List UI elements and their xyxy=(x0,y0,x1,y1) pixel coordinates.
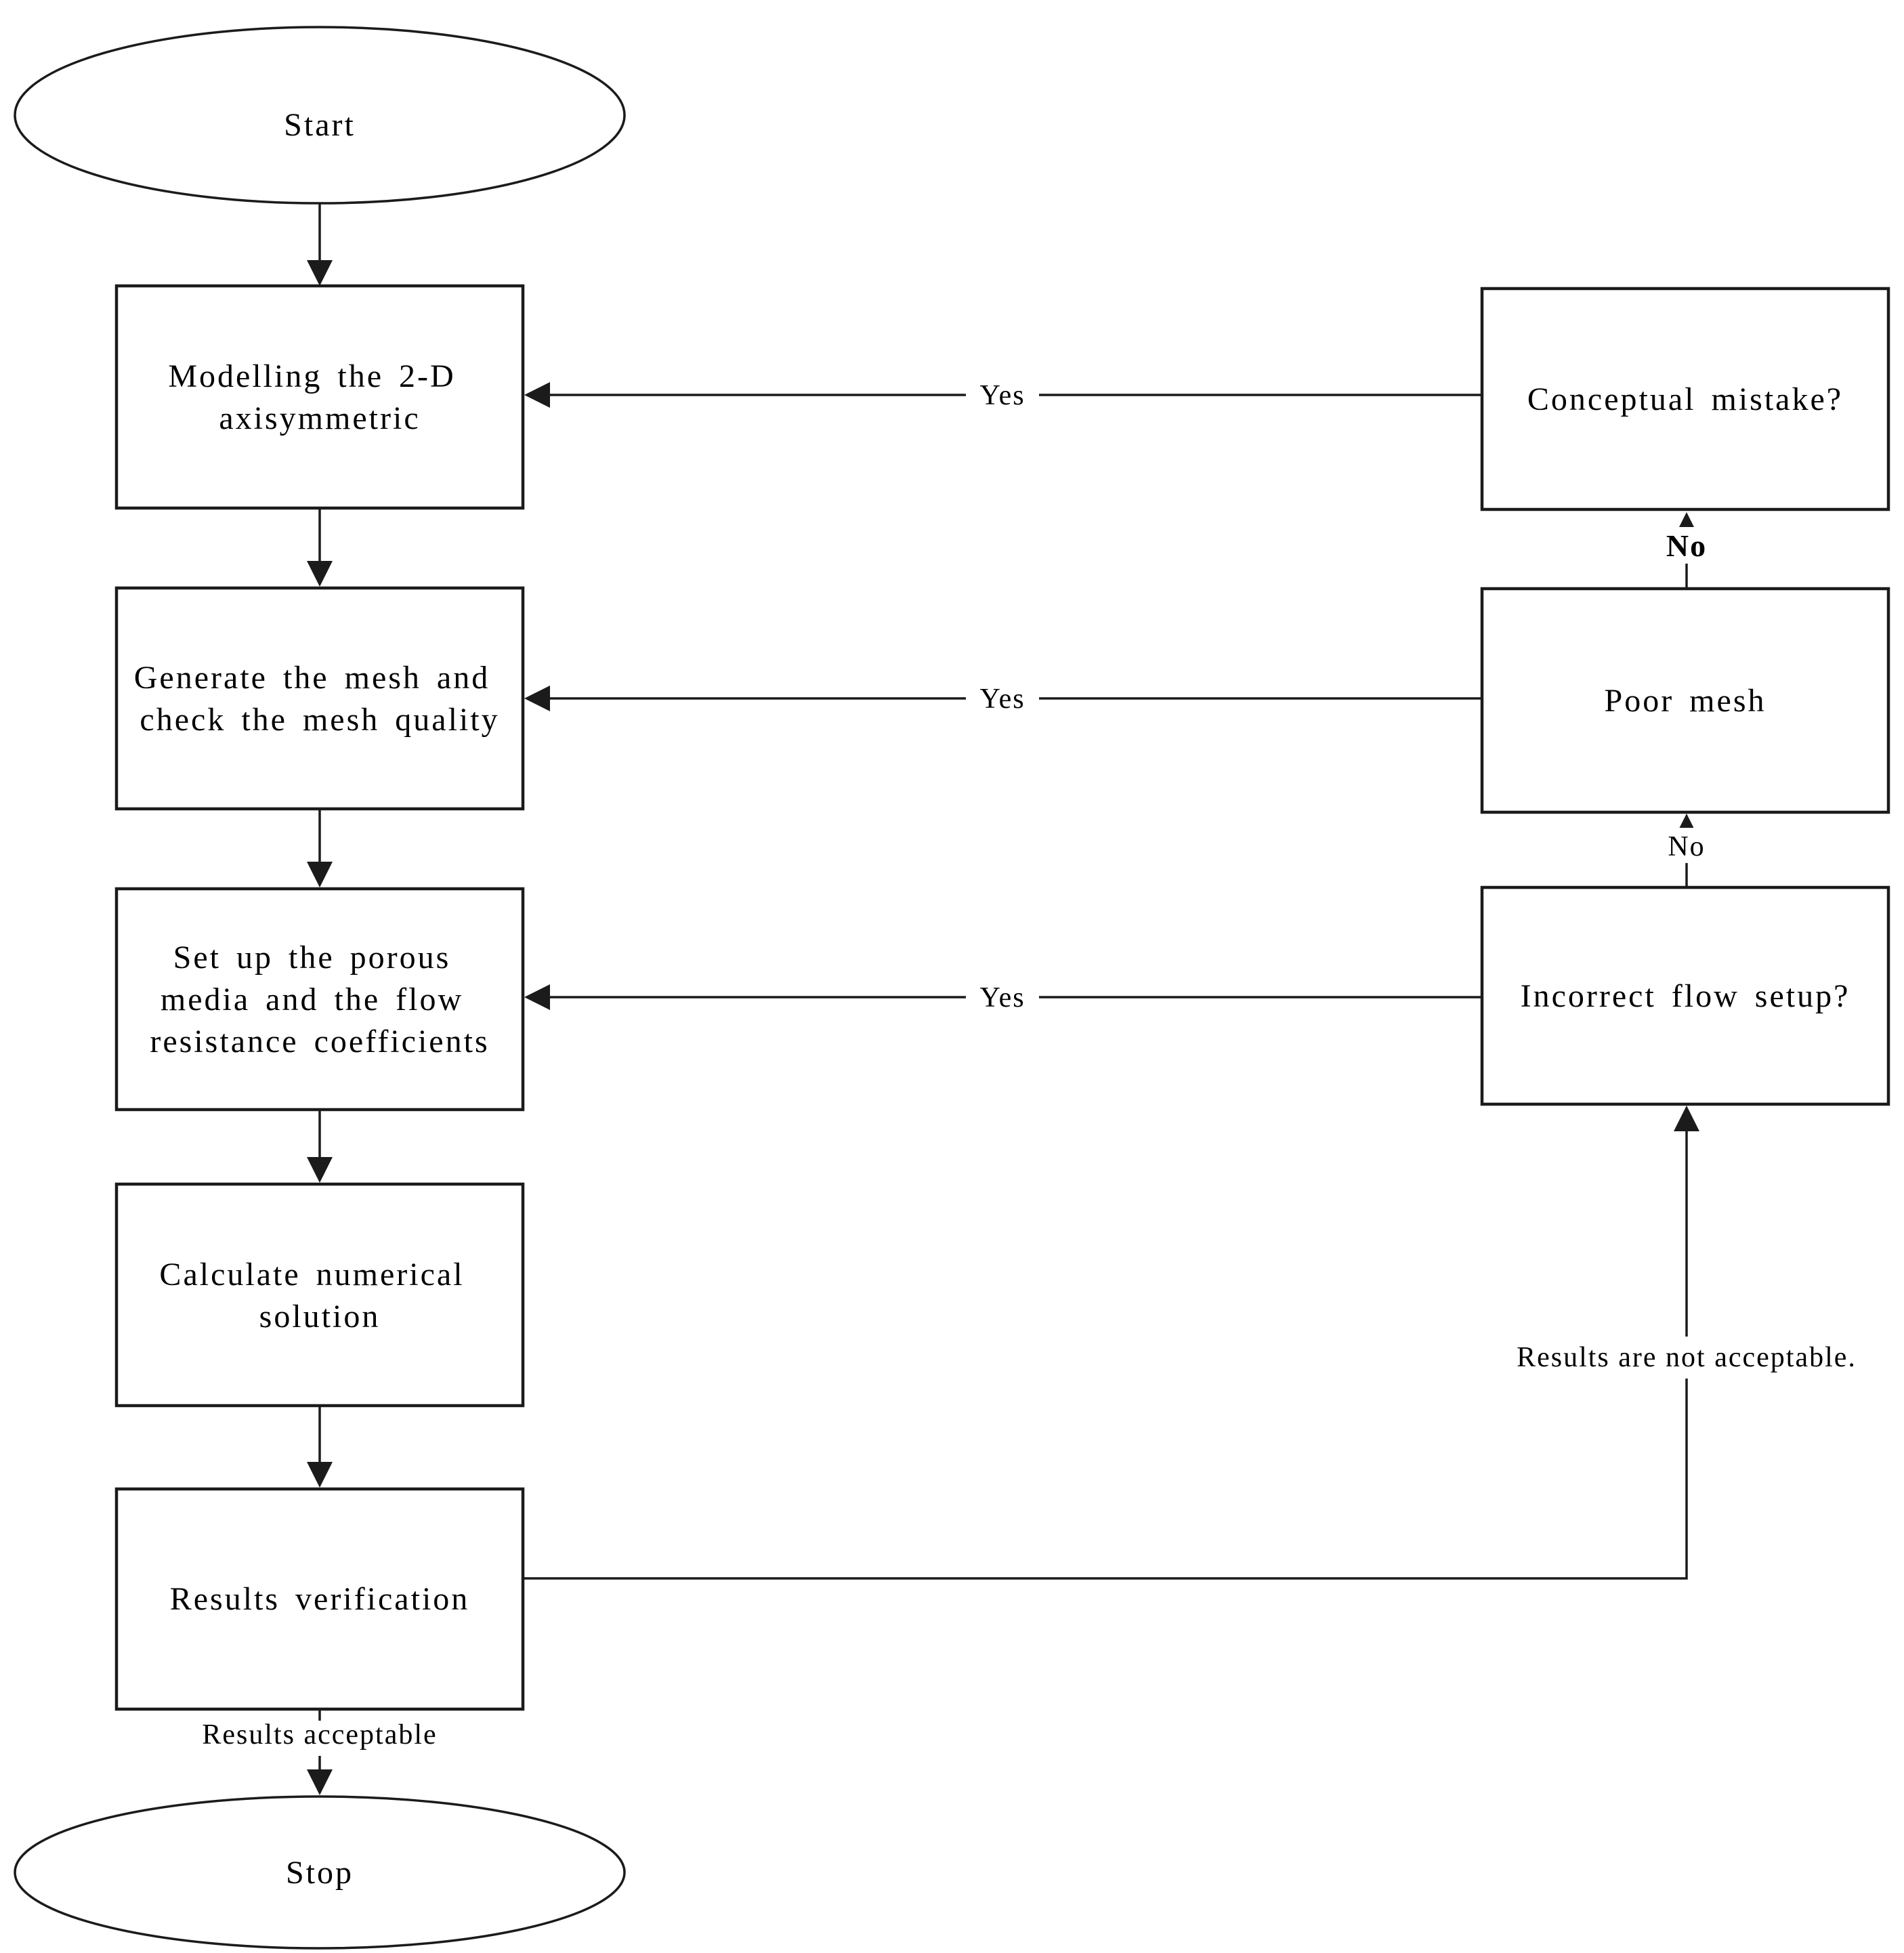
stop-terminator xyxy=(14,1795,626,1950)
label-bg xyxy=(1655,828,1718,863)
process-label-verify: Results verification xyxy=(170,1581,470,1617)
edge-label-yes-1: Yes xyxy=(979,380,1025,411)
process-label-modelling: Modelling the 2-D axisymmetric xyxy=(168,358,471,436)
process-label-mesh: Generate the mesh and check the mesh qua… xyxy=(134,660,505,738)
check-box-poor-mesh xyxy=(1480,587,1890,814)
label-bg xyxy=(966,679,1039,717)
arrowhead-down-icon xyxy=(307,1769,333,1795)
check-label-conceptual: Conceptual mistake? xyxy=(1527,381,1843,417)
edge-label-yes-2: Yes xyxy=(979,684,1025,715)
label-bg xyxy=(966,376,1039,414)
edge-label-yes-3: Yes xyxy=(979,982,1025,1013)
process-box-modelling xyxy=(114,284,525,510)
check-label-flow-setup: Incorrect flow setup? xyxy=(1521,978,1850,1014)
process-box-porous xyxy=(114,887,525,1112)
process-box-calculate xyxy=(114,1182,525,1408)
edge-label-no-mid: No xyxy=(1668,831,1705,862)
arrowhead-left-icon xyxy=(524,984,550,1010)
start-label: Start xyxy=(284,107,356,143)
arrowhead-left-icon xyxy=(524,686,550,711)
edge-label-results-acceptable: Results acceptable xyxy=(202,1719,437,1750)
edge-label-no-top: No xyxy=(1666,528,1707,563)
arrowhead-left-icon xyxy=(524,382,550,408)
arrowhead-down-icon xyxy=(307,862,333,887)
check-box-flow-setup xyxy=(1480,885,1890,1106)
process-box-mesh xyxy=(114,586,525,811)
arrowhead-down-icon xyxy=(307,1462,333,1488)
process-label-porous: Set up the porous media and the flow res… xyxy=(150,940,489,1059)
arrowhead-down-icon xyxy=(307,1157,333,1183)
process-label-calculate: Calculate numerical solution xyxy=(159,1257,480,1335)
stop-label: Stop xyxy=(286,1855,354,1891)
label-bg xyxy=(966,978,1039,1016)
label-bg xyxy=(1475,1337,1898,1379)
edge-label-results-not-acceptable: Results are not acceptable. xyxy=(1517,1342,1857,1373)
start-terminator xyxy=(14,26,626,205)
arrowhead-down-icon xyxy=(307,260,333,286)
arrowhead-down-icon xyxy=(307,561,333,587)
arrowhead-up-icon xyxy=(1674,1106,1699,1131)
label-bg xyxy=(1655,527,1718,564)
check-label-poor-mesh: Poor mesh xyxy=(1605,683,1767,719)
edge-verify-loop xyxy=(523,1130,1688,1580)
process-box-verify xyxy=(114,1487,525,1711)
check-box-conceptual xyxy=(1480,287,1890,511)
